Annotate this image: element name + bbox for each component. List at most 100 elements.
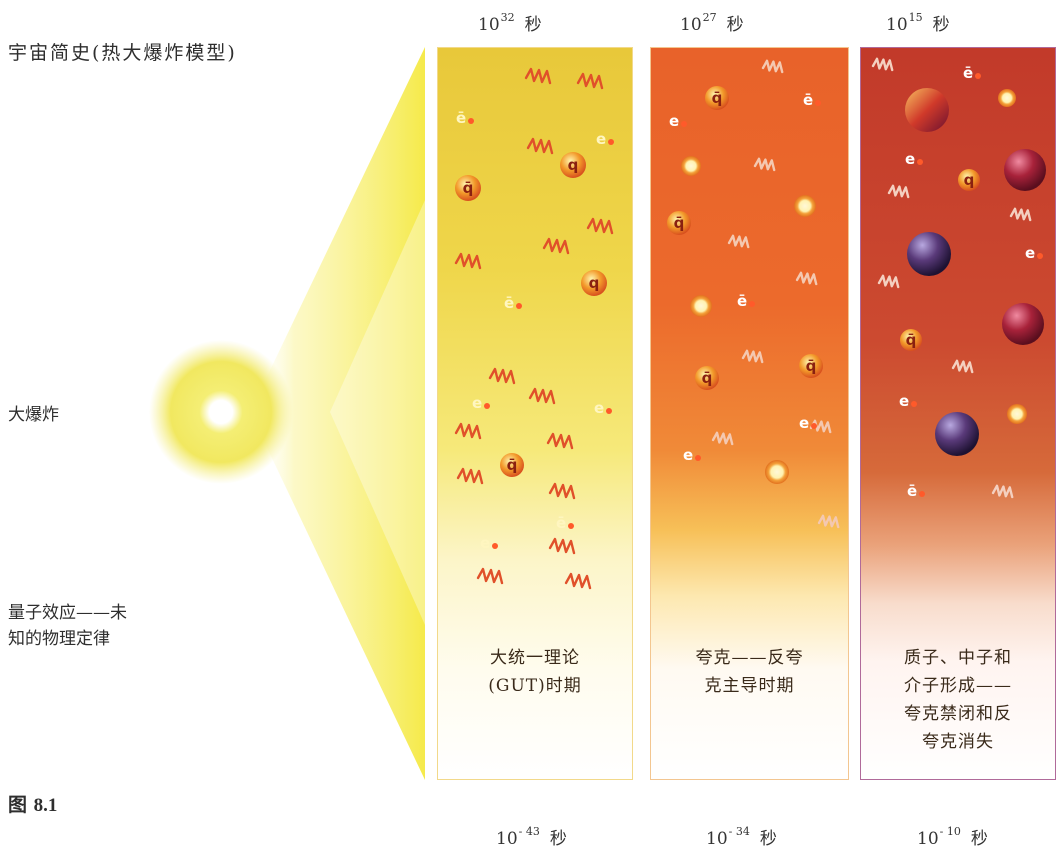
svg-text:q: q (589, 274, 600, 292)
antiquark-icon: q̄ (455, 175, 481, 201)
panel-hadron-label-line-4: 夸克消失 (922, 732, 994, 752)
photon-icon (546, 432, 574, 450)
svg-text:e: e (596, 130, 606, 148)
photon-icon (576, 72, 604, 90)
svg-text:q̄: q̄ (507, 456, 518, 474)
electron-icon: e (899, 392, 917, 410)
positron-icon: ē (456, 109, 474, 127)
svg-text:ē: ē (737, 292, 747, 310)
quark-icon: q (581, 270, 607, 296)
svg-text:e: e (799, 414, 809, 432)
quark-icon: q (958, 169, 980, 191)
neutron-icon (935, 412, 979, 456)
svg-text:e: e (472, 394, 482, 412)
svg-text:e: e (899, 392, 909, 410)
svg-text:e: e (669, 112, 679, 130)
svg-text:q̄: q̄ (702, 369, 713, 387)
photon-icon (753, 157, 776, 172)
antiquark-icon: q̄ (667, 211, 691, 235)
photon-icon (877, 274, 900, 289)
svg-text:q: q (568, 156, 579, 174)
panel-gut-particles: q q̄ q q̄ ē e ē e e ē e (454, 67, 614, 590)
photon-icon (741, 349, 764, 364)
antiquark-icon: q̄ (500, 453, 524, 477)
svg-text:e: e (1025, 244, 1035, 262)
photon-icon (951, 359, 974, 374)
antiquark-icon: q̄ (799, 354, 823, 378)
svg-text:ē: ē (456, 109, 466, 127)
svg-text:q: q (964, 171, 975, 189)
electron-icon: e (683, 446, 701, 464)
svg-text:e: e (683, 446, 693, 464)
antiquark-icon: q̄ (705, 86, 729, 110)
photon-icon (991, 484, 1014, 499)
photon-icon (526, 137, 554, 155)
photon-icon (761, 59, 784, 74)
photon-icon (456, 467, 484, 485)
positron-icon: ē (963, 64, 981, 82)
photon-icon (1009, 207, 1032, 222)
antiquark-icon: q̄ (900, 329, 922, 351)
proton-icon (1004, 149, 1046, 191)
neutron-icon (907, 232, 951, 276)
big-bang-label: 大爆炸 (8, 405, 59, 425)
panel-quark-particles: q̄ q̄ q̄ q̄ e ē ē e e (667, 59, 840, 529)
proton-icon (1002, 303, 1044, 345)
svg-text:e: e (905, 150, 915, 168)
photon-icon (887, 184, 910, 199)
svg-text:e: e (594, 399, 604, 417)
figure-prefix: 图 (8, 794, 28, 816)
svg-text:q̄: q̄ (806, 357, 817, 375)
quark-ring-icon (794, 195, 816, 217)
photon-icon (454, 252, 482, 270)
photon-icon (817, 514, 840, 529)
svg-text:q̄: q̄ (463, 179, 474, 197)
photon-icon (711, 431, 734, 446)
quark-ring-icon (1007, 404, 1027, 424)
panel-gut-label-line-1: 大统一理论 (490, 648, 580, 668)
svg-text:q̄: q̄ (906, 331, 917, 349)
photon-icon (727, 234, 750, 249)
positron-icon: ē (737, 292, 755, 310)
photon-icon (542, 237, 570, 255)
panel-hadron-label-line-1: 质子、中子和 (904, 648, 1012, 668)
photon-icon (488, 367, 516, 385)
photon-icon (809, 419, 832, 434)
svg-text:q̄: q̄ (674, 214, 685, 232)
photon-icon (548, 537, 576, 555)
panel-gut-label: 大统一理论 (GUT)时期 (438, 644, 632, 700)
positron-icon: ē (803, 91, 821, 109)
quark-ring-icon (690, 295, 712, 317)
svg-text:q̄: q̄ (712, 89, 723, 107)
electron-icon: e (905, 150, 923, 168)
svg-text:e: e (480, 534, 490, 552)
big-bang-glow (149, 340, 293, 484)
photon-icon (871, 57, 894, 72)
electron-icon: e (480, 534, 498, 552)
electron-icon: e (596, 130, 614, 148)
electron-icon: e (594, 399, 612, 417)
figure-caption: 图 8.1 (8, 790, 57, 817)
quantum-effects-line-2: 知的物理定律 (8, 629, 110, 649)
photon-icon (476, 567, 504, 585)
antiquark-icon: q̄ (695, 366, 719, 390)
svg-text:ē: ē (556, 514, 566, 532)
meson-icon (905, 88, 949, 132)
photon-icon (528, 387, 556, 405)
cone-highlight (330, 200, 425, 625)
quark-icon: q (560, 152, 586, 178)
panel-gut-label-line-2: (GUT)时期 (488, 676, 582, 696)
panel-quark-label-line-1: 夸克——反夸 (695, 648, 804, 668)
positron-icon: ē (504, 294, 522, 312)
figure-number: 8.1 (33, 795, 58, 816)
panel-hadron-label-line-3: 夸克禁闭和反 (904, 704, 1012, 724)
photon-icon (454, 422, 482, 440)
photon-icon (564, 572, 592, 590)
